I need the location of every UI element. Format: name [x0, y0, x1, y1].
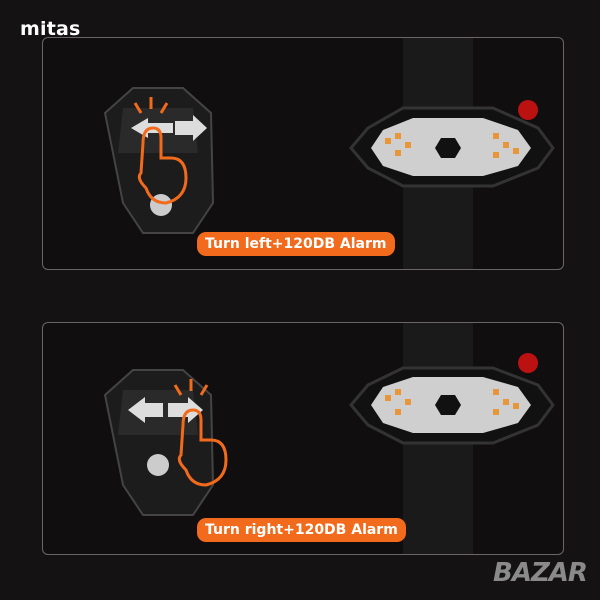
remote-control-image	[103, 87, 215, 234]
mode-label-turn-right: Turn right+120DB Alarm	[197, 518, 406, 542]
watermark: BAZAR	[493, 558, 588, 588]
remote-control-image	[103, 369, 228, 516]
tail-light-image	[349, 323, 555, 554]
panel-turn-left	[42, 37, 564, 270]
brand-logo: mitas	[20, 18, 81, 40]
mode-label-turn-left: Turn left+120DB Alarm	[197, 232, 395, 256]
panel-turn-right	[42, 322, 564, 555]
tail-light-image	[349, 38, 555, 269]
